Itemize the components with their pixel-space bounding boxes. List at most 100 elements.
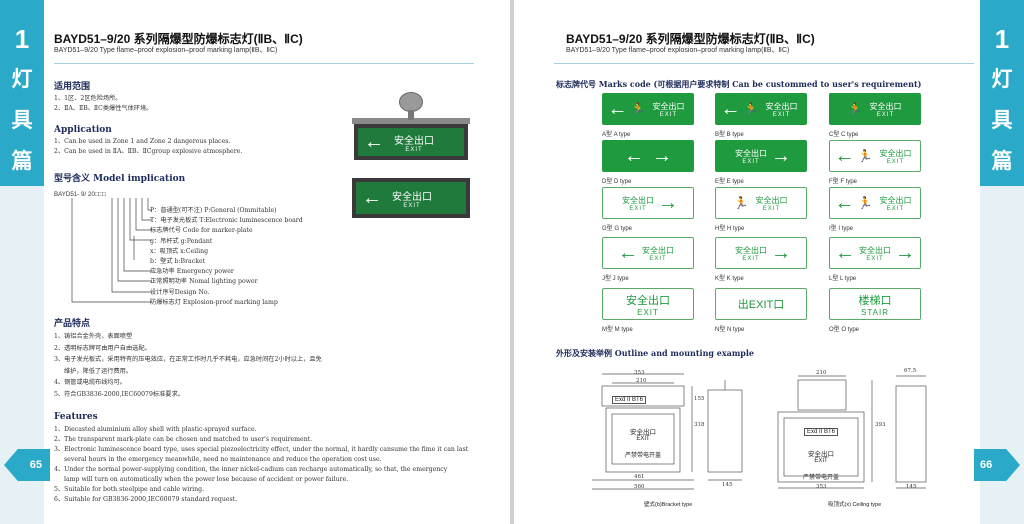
scope-section: 适用范围 1、1区、2区危险场所。 2、ⅡA、ⅡB、ⅡC类爆性气体环境。 bbox=[54, 79, 344, 114]
ceiling-plate: Exd II BT6 安全出口 EXIT 严禁带电开盖 bbox=[784, 420, 858, 481]
feature-en-item: 2、The transparent mark-plate can be chos… bbox=[54, 436, 313, 443]
sign-text-en: STAIR bbox=[861, 307, 889, 317]
plate-mark: Exd II BT6 bbox=[612, 396, 647, 404]
sign-text-cn: 楼梯口 bbox=[858, 294, 892, 307]
dim-label: 353 bbox=[816, 484, 827, 490]
product-sign-en: EXIT bbox=[405, 146, 423, 153]
application-section: Application 1、Can be used in Zone 1 and … bbox=[54, 125, 344, 157]
dim-label: 145 bbox=[722, 482, 733, 488]
arrow-left-icon: ← bbox=[618, 242, 638, 264]
model-line: x：吸顶式 x:Ceiling bbox=[150, 247, 209, 255]
sign-text-cn: 安全出口 bbox=[626, 294, 670, 307]
feature-en-item: 1、Diecasted aluminium alloy shell with p… bbox=[54, 426, 257, 433]
sign-caption: L型 L type bbox=[829, 276, 857, 282]
feature-cn-item: 3、电子发光板式，采用特有的压电效应，在正常工作时几乎不耗电，应急时间在2小时以… bbox=[54, 356, 322, 363]
mount-bar bbox=[352, 118, 470, 124]
plate-cn: 安全出口 bbox=[808, 451, 834, 458]
features-en-heading: Features bbox=[54, 412, 98, 422]
arrow-right-icon: → bbox=[771, 145, 791, 167]
arrow-left-icon: ← bbox=[607, 98, 628, 120]
arrow-left-icon: ← bbox=[362, 187, 382, 209]
sign-caption: K型 K type bbox=[715, 276, 744, 282]
model-code: BAYD51- 9/ 20□□□ bbox=[54, 191, 107, 198]
bracket-drawing-lines bbox=[592, 373, 743, 490]
running-man-icon: 🏃 bbox=[743, 102, 759, 116]
bracket-plate: 安全出口 EXIT 严禁带电开盖 bbox=[612, 426, 674, 459]
page-gutter bbox=[510, 0, 514, 524]
scope-item: 1、1区、2区危险场所。 bbox=[54, 95, 122, 102]
arrow-left-icon: ← bbox=[624, 145, 644, 167]
dim-label: 67.5 bbox=[904, 368, 917, 374]
chapter-char: 具 bbox=[991, 109, 1013, 132]
dim-label: 210 bbox=[816, 370, 827, 376]
dim-label: 318 bbox=[694, 422, 705, 428]
sign-text-cn: 安全出口 bbox=[869, 101, 902, 111]
page-title: BAYD51–9/20 系列隔爆型防爆标志灯(ⅡB、ⅡC) bbox=[54, 32, 303, 46]
plate-warning: 严禁带电开盖 bbox=[802, 475, 839, 481]
arrow-left-icon: ← bbox=[835, 242, 855, 264]
left-page: 1 灯 具 篇 65 BAYD51–9/20 系列隔爆型防爆标志灯(ⅡB、ⅡC)… bbox=[0, 0, 510, 524]
ceiling-caption: 吸顶式(x) Ceiling type bbox=[828, 502, 882, 508]
sign-caption: B型 B type bbox=[715, 132, 744, 138]
model-legend: P：普通型(可不注) P:General (Ommitable) T：电子发光板… bbox=[150, 206, 350, 308]
lamp-face: ← 安全出口 EXIT bbox=[358, 128, 464, 156]
sign-caption: A型 A type bbox=[602, 132, 631, 138]
left-chapter-tab: 1 灯 具 篇 bbox=[0, 0, 44, 186]
title-rule bbox=[54, 63, 474, 64]
sign-text-cn: 安全出口 bbox=[879, 195, 912, 205]
chapter-number: 1 bbox=[994, 24, 1010, 54]
chapter-char: 篇 bbox=[991, 150, 1013, 173]
sign-text-cn: 安全出口 bbox=[735, 148, 767, 158]
feature-en-item: lamp will turn on automatically when the… bbox=[64, 476, 349, 483]
product-photo-bracket: ← 安全出口 EXIT bbox=[352, 178, 470, 218]
outline-heading: 外形及安装举例 Outline and mounting example bbox=[556, 348, 755, 358]
feature-cn-item: 5、符合GB3836-2000,IEC60079标准要求。 bbox=[54, 390, 184, 398]
sign-text-en: EXIT bbox=[876, 111, 895, 118]
sign-text-en: EXIT bbox=[742, 158, 760, 165]
model-line: g：吊杆式 g:Pendant bbox=[150, 237, 213, 245]
feature-cn-item: 维护，降低了运行费用。 bbox=[64, 367, 133, 375]
page-subtitle: BAYD51–9/20 Type flame–proof explosion–p… bbox=[54, 47, 278, 54]
chapter-char: 篇 bbox=[11, 150, 33, 173]
sign-text-cn: 安全出口 bbox=[755, 195, 788, 205]
sign-caption: J型 J type bbox=[602, 276, 629, 282]
feature-cn-item: 2、透明标志牌可由用户自由选配。 bbox=[54, 344, 151, 352]
sign-text-en: EXIT bbox=[886, 205, 905, 212]
features-cn-heading: 产品特点 bbox=[54, 319, 91, 329]
mark-sign: ←→ bbox=[602, 140, 694, 172]
feature-en-item: several hours in the emergency meanwhile… bbox=[64, 456, 382, 463]
sign-text-en: EXIT bbox=[762, 205, 781, 212]
model-section: 型号含义 Model implication BAYD51- 9/ 20□□□ bbox=[54, 171, 344, 200]
chapter-char: 灯 bbox=[11, 68, 33, 91]
dim-label: 560 bbox=[634, 484, 645, 490]
plate-en: EXIT bbox=[814, 458, 828, 464]
model-line: 防爆标志灯 Explosion-proof marking lamp bbox=[150, 298, 278, 306]
feature-en-item: 6、Suitable for GB3836-2000,IEC60079 stan… bbox=[54, 496, 238, 503]
dim-label: 155 bbox=[694, 396, 705, 402]
dim-label: 393 bbox=[875, 422, 886, 428]
model-line: 正常照明功率 Nomal lighting power bbox=[150, 278, 258, 286]
right-chapter-tab: 1 灯 具 篇 bbox=[980, 0, 1024, 186]
product-photo-pendant: ← 安全出口 EXIT bbox=[352, 92, 470, 174]
plate-cn: 安全出口 bbox=[630, 429, 656, 436]
dim-label: 461 bbox=[634, 474, 645, 480]
dim-label: 353 bbox=[634, 370, 645, 376]
plate-mark: Exd II BT6 bbox=[803, 428, 838, 436]
model-line: 标志牌代号 Code for marker-plate bbox=[150, 227, 253, 235]
sign-text-en: EXIT bbox=[886, 158, 905, 165]
bracket-caption: 壁式(b)Bracket type bbox=[644, 502, 693, 508]
